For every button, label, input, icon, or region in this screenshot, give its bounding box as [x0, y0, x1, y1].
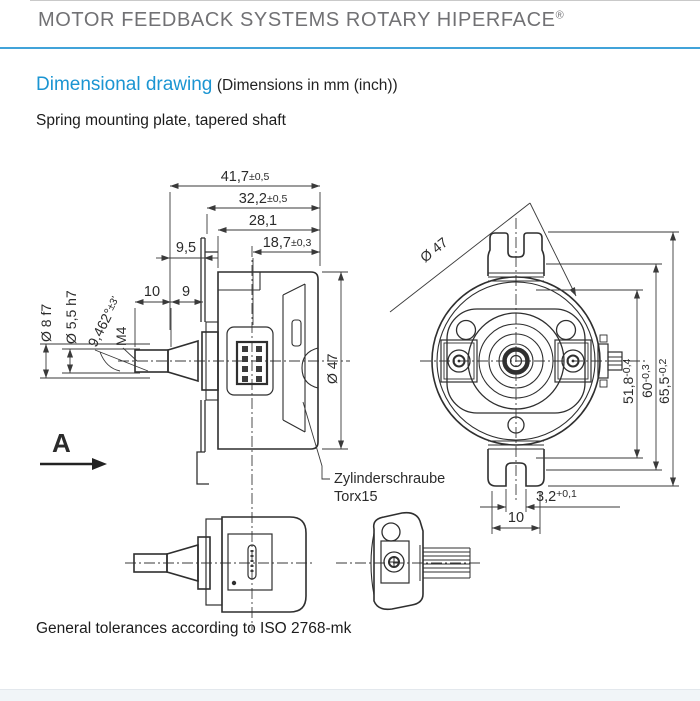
torx-screw-left [447, 349, 471, 373]
dim-tab-10: 10 [508, 510, 524, 526]
screw-pocket-left [440, 339, 478, 383]
view-a-label: A [52, 428, 71, 458]
detail1-slot [247, 544, 257, 580]
connector-frame [235, 340, 269, 386]
hub-ring-1 [478, 323, 554, 399]
dim-60: 60-0,3 [639, 364, 655, 398]
top-view-dimensions [389, 202, 679, 534]
section-heading: Dimensional drawing (Dimensions in mm (i… [36, 74, 398, 96]
dim-housing-diameter: Ø 47 [324, 353, 340, 384]
detail-side-silhouette [125, 516, 312, 613]
section-subtitle: (Dimensions in mm (inch)) [216, 77, 398, 94]
spring-mounting-plate [196, 237, 218, 485]
torx-screw-right [561, 349, 585, 373]
housing-latch [291, 319, 302, 347]
screw-pocket-right [554, 339, 592, 383]
registered-mark: ® [555, 9, 565, 22]
top-view [420, 218, 645, 500]
dim-9: 9 [182, 284, 190, 300]
screw-pocket-left-inner [443, 342, 475, 380]
dim-top-diameter: Ø 47 [417, 234, 451, 266]
plate-hole-bottom [507, 416, 525, 434]
top-mounting-tab [487, 232, 545, 276]
dim-cone-diameter: Ø 5,5 h7 [63, 290, 79, 344]
dim-32-2: 32,2±0,5 [239, 191, 288, 207]
mounting-plate-outline [446, 308, 586, 414]
bottom-spring-band [488, 440, 544, 450]
tolerance-note: General tolerances according to ISO 2768… [36, 620, 352, 637]
top-view-labels: Ø 47 51,8-0,4 60-0,3 65,5-0,2 3,2+0,1 10 [417, 234, 672, 526]
tapered-shaft-cone [167, 339, 199, 383]
shaft-bore-ring [502, 347, 530, 375]
screw-pocket-right-inner [557, 342, 589, 380]
drawing-caption: Spring mounting plate, tapered shaft [36, 112, 286, 129]
connector-recess [226, 326, 274, 396]
view-a-arrowhead [92, 458, 107, 470]
ribbon-cable [419, 545, 471, 581]
detail1-body [221, 516, 307, 613]
dim-3-2: 3,2+0,1 [536, 488, 577, 505]
dim-thread: M4 [113, 326, 129, 346]
top-view-connector [597, 334, 623, 388]
dim-41-7: 41,7±0,5 [221, 169, 270, 185]
dim-shaft-diameter: Ø 8 f7 [38, 304, 54, 342]
housing-circle [436, 281, 596, 441]
plate-hole-right [555, 319, 577, 341]
encoder-housing [217, 271, 319, 450]
detail1-front-plate [205, 518, 223, 606]
dimensional-drawing: 41,7±0,5 32,2±0,5 28,1 18,7±0,3 9,5 10 9… [38, 169, 679, 630]
screw-note-line1: Zylinderschraube [334, 471, 445, 487]
detail-connector-cable [336, 511, 480, 611]
dim-51-8: 51,8-0,4 [620, 358, 636, 404]
dim-28-1: 28,1 [249, 213, 277, 229]
hub-ring-3 [498, 343, 534, 379]
dim-10: 10 [144, 284, 160, 300]
section-title: Dimensional drawing [36, 74, 213, 95]
cable-gland-bulge [301, 347, 319, 389]
header-divider [0, 47, 700, 49]
dim-9-5: 9,5 [176, 240, 196, 256]
page-bottom-bar [0, 689, 700, 701]
page-title-text: MOTOR FEEDBACK SYSTEMS ROTARY HIPERFACE [38, 9, 556, 31]
dim-65-5: 65,5-0,2 [656, 358, 672, 404]
connector-pins [242, 346, 262, 382]
detail1-slot-teeth [250, 550, 254, 572]
page-top-rule [30, 0, 700, 1]
detail2-panel [380, 540, 410, 584]
detail1-dot [231, 580, 237, 586]
screw-note-line2: Torx15 [334, 489, 378, 505]
top-spring-band [488, 272, 544, 282]
top-view-centerlines [420, 218, 645, 500]
detail2-top-hole [381, 522, 401, 542]
shaft-bore [509, 354, 523, 368]
side-view-labels: 41,7±0,5 32,2±0,5 28,1 18,7±0,3 9,5 10 9… [38, 169, 445, 505]
side-view-dimensions [40, 182, 348, 480]
detail2-side-contour [370, 532, 375, 596]
detail2-screw [383, 551, 405, 573]
detail1-flange [197, 536, 211, 590]
view-a-arrow [40, 458, 107, 470]
detail1-panel [227, 533, 273, 591]
plate-hole-left [455, 319, 477, 341]
detail2-body [372, 511, 424, 611]
bottom-mounting-tab [487, 449, 545, 487]
dim-18-7: 18,7±0,3 [263, 235, 312, 251]
hub-ring-2 [488, 333, 544, 389]
housing-back-facet [282, 283, 306, 433]
plate-circle [467, 312, 565, 410]
page-title: MOTOR FEEDBACK SYSTEMS ROTARY HIPERFACE® [38, 9, 564, 32]
housing-top-step [218, 272, 261, 291]
